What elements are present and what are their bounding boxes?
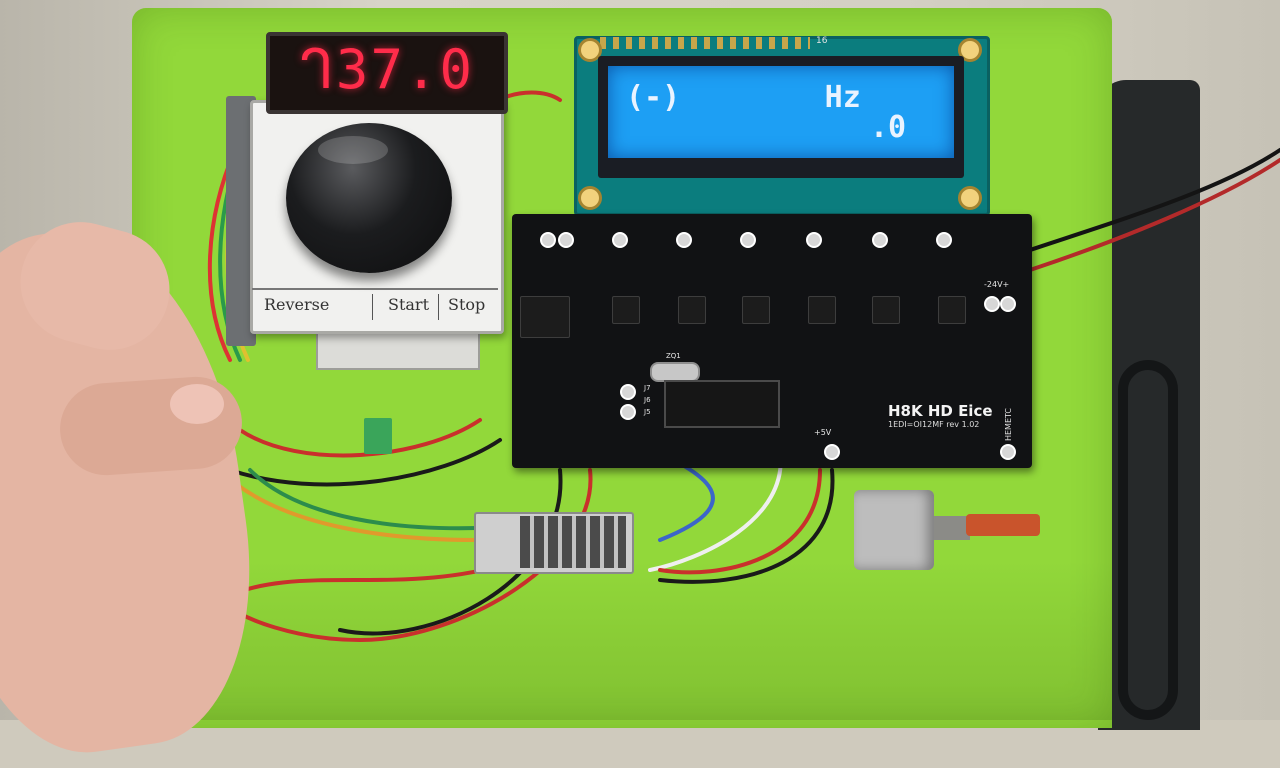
lcd-line-2: .0 xyxy=(870,110,907,145)
connector-label-j6: J6 xyxy=(644,396,651,404)
optocoupler-chip xyxy=(520,296,570,338)
lcd-pin-header xyxy=(600,37,810,49)
solder-pad xyxy=(936,232,952,248)
microcontroller-dip-chip xyxy=(664,380,780,428)
solder-pad xyxy=(620,384,636,400)
lcd-screen xyxy=(608,66,954,158)
potentiometer-shaft xyxy=(930,516,970,540)
solder-pad xyxy=(612,232,628,248)
seven-segment-display xyxy=(266,32,508,114)
crystal-label: ZQ1 xyxy=(666,352,681,360)
red-wire xyxy=(238,418,482,458)
solder-pad xyxy=(984,296,1000,312)
label-divider xyxy=(438,294,439,320)
lcd-line-1: (-) Hz xyxy=(626,80,861,115)
lcd-pin-label: 16 xyxy=(816,36,828,46)
solder-pad xyxy=(620,404,636,420)
stop-label[interactable]: Stop xyxy=(448,295,486,314)
orange-wire xyxy=(218,468,478,542)
solder-pad xyxy=(676,232,692,248)
cutting-mat xyxy=(1098,80,1200,730)
crystal-oscillator xyxy=(650,362,700,382)
smd-chip xyxy=(678,296,706,324)
rotary-encoder-knob[interactable] xyxy=(286,123,452,273)
green-wire xyxy=(248,468,480,531)
solder-pad xyxy=(1000,296,1016,312)
solder-pad xyxy=(540,232,556,248)
red-wire-3 xyxy=(658,468,822,575)
solder-pad xyxy=(872,232,888,248)
reverse-label[interactable]: Reverse xyxy=(264,295,330,314)
black-wire-2 xyxy=(338,468,563,636)
five-volt-label: +5V xyxy=(814,428,832,437)
black-wire-4 xyxy=(1028,148,1280,252)
red-wire-4 xyxy=(1028,158,1280,272)
solder-pad xyxy=(740,232,756,248)
pcb-brand: HEMETC xyxy=(1004,408,1013,442)
driver-pcb xyxy=(512,214,1032,468)
red-wire-6 xyxy=(216,558,522,602)
start-label[interactable]: Start xyxy=(388,295,430,314)
smd-chip xyxy=(742,296,770,324)
white-wire xyxy=(648,448,783,572)
solder-pad xyxy=(824,444,840,460)
solder-pad xyxy=(806,232,822,248)
solder-pad xyxy=(558,232,574,248)
label-divider xyxy=(372,294,373,320)
smd-chip xyxy=(872,296,900,324)
smd-chip xyxy=(612,296,640,324)
pcb-title: H8K HD Eice xyxy=(888,402,993,420)
pcb-revision: 1EDI=OI12MF rev 1.02 xyxy=(888,420,980,429)
connector-label-j5: J5 xyxy=(644,408,651,416)
smd-chip xyxy=(938,296,966,324)
solder-pad xyxy=(1000,444,1016,460)
knob-highlight xyxy=(318,136,388,164)
fingernail xyxy=(170,384,224,424)
potentiometer xyxy=(854,490,934,570)
rainbow-wire-red xyxy=(207,148,237,362)
mounting-hole xyxy=(578,186,602,210)
voltage-label: -24V+ xyxy=(984,280,1010,289)
control-box-label-strip: Reverse Start Stop xyxy=(252,288,498,324)
driver-heatsink xyxy=(520,516,626,568)
black-wire xyxy=(228,438,502,487)
board-shadow xyxy=(132,560,1112,720)
connector-label-j7: J7 xyxy=(644,384,651,392)
seven-segment-value: ᒉ37.0 xyxy=(300,38,474,101)
screw-terminal xyxy=(364,418,392,454)
black-wire-3 xyxy=(658,468,835,584)
mounting-hole xyxy=(958,186,982,210)
potentiometer-knob[interactable] xyxy=(966,514,1040,536)
cutting-mat-slot xyxy=(1118,360,1178,720)
smd-chip xyxy=(808,296,836,324)
